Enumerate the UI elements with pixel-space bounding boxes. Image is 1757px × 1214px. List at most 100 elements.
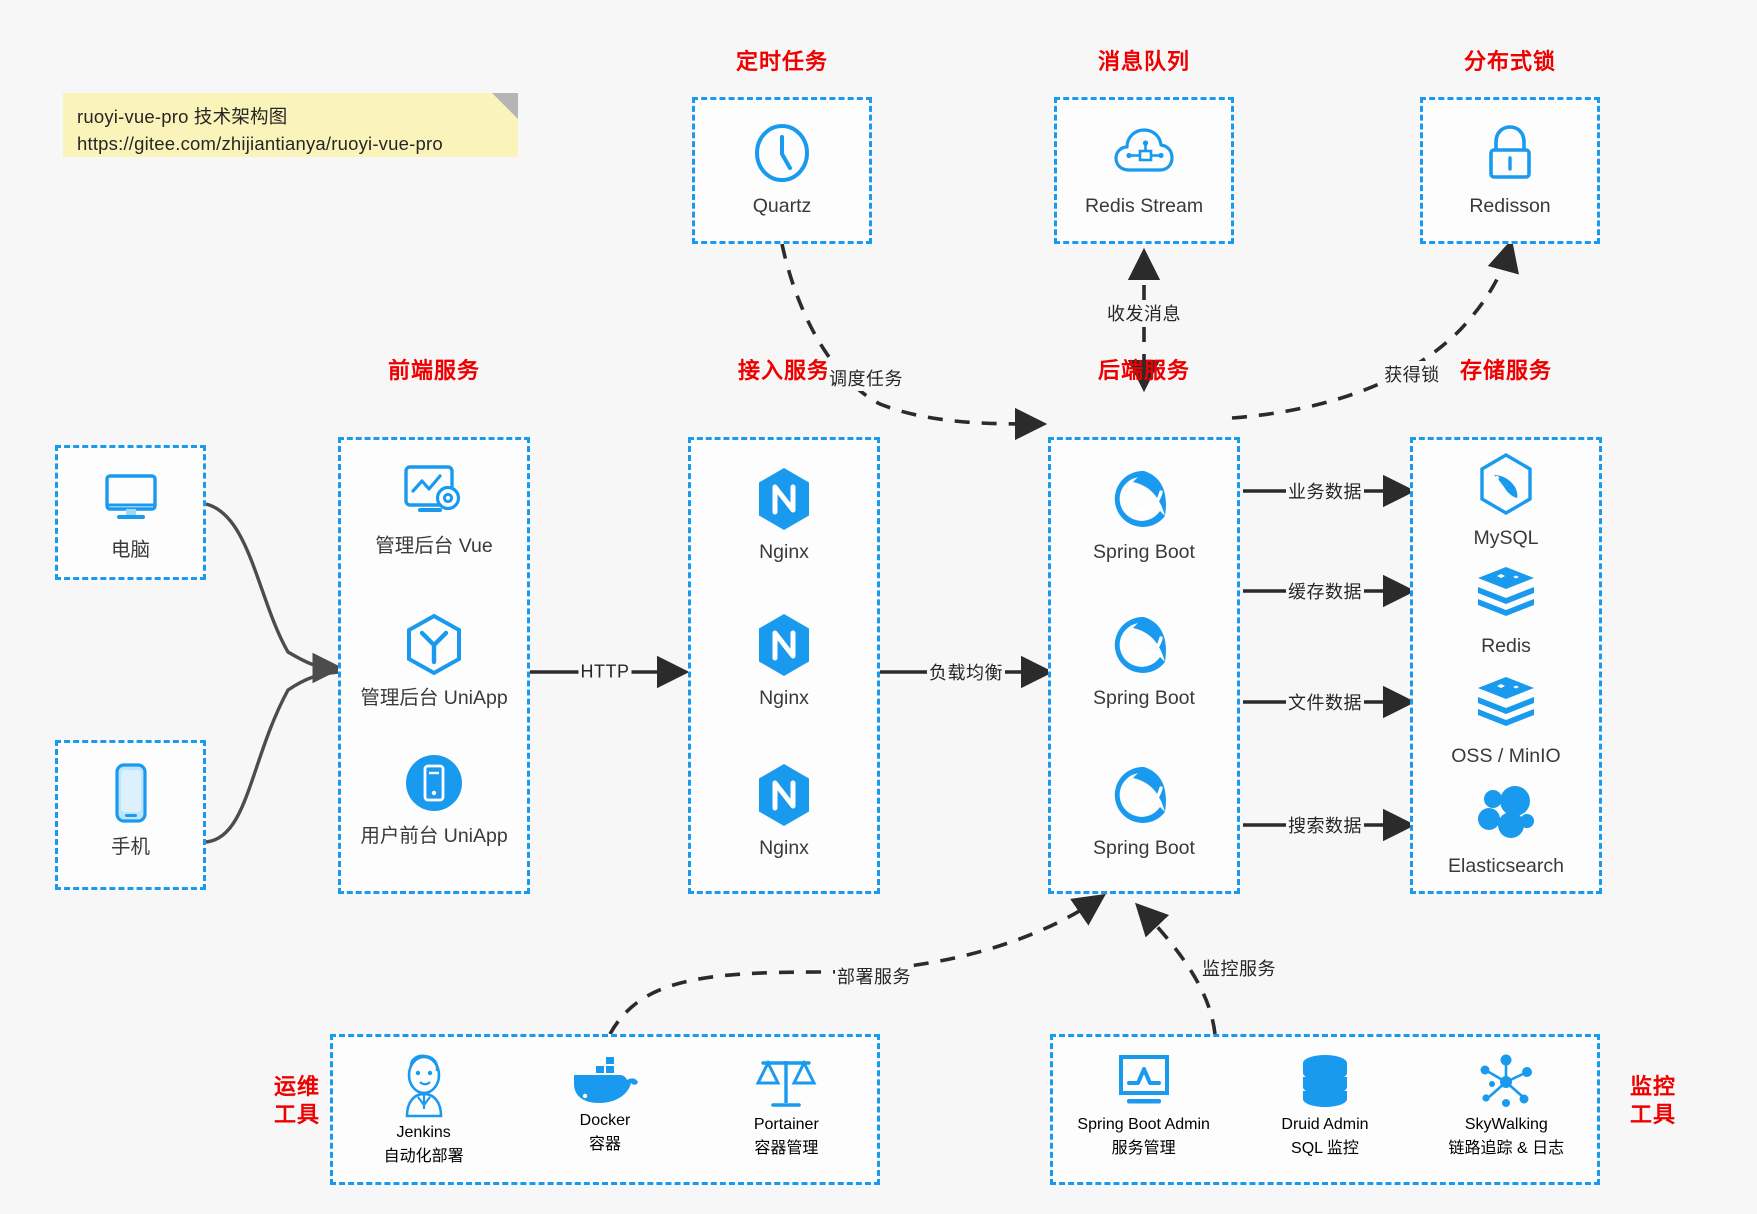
note-url: https://gitee.com/zhijiantianya/ruoyi-vu… — [77, 132, 443, 154]
spring-icon — [1051, 760, 1237, 830]
node-oss-minio[interactable]: OSS / MinIO — [1413, 668, 1599, 768]
mobile-round-icon — [341, 748, 527, 818]
group-title-devops-line1: 运维 — [273, 1074, 320, 1099]
node-redis-stream[interactable]: Redis Stream — [1057, 118, 1231, 218]
node-label: 管理后台 Vue — [375, 535, 493, 557]
node-label: Nginx — [759, 837, 809, 859]
node-mobile[interactable]: 手机 — [58, 759, 203, 859]
node-redisson[interactable]: Redisson — [1423, 118, 1597, 218]
group-title-devops-line2: 工具 — [273, 1101, 320, 1127]
node-jenkins[interactable]: Jenkins 自动化部署 — [334, 1053, 514, 1166]
node-docker[interactable]: Docker 容器 — [515, 1053, 695, 1154]
node-label: Spring Boot Admin — [1077, 1116, 1210, 1133]
desktop-icon — [58, 462, 203, 532]
lock-icon — [1423, 118, 1597, 188]
node-skywalking[interactable]: SkyWalking 链路追踪 & 日志 — [1417, 1053, 1597, 1158]
edge-label-http: HTTP — [578, 661, 632, 683]
node-nginx-3[interactable]: Nginx — [691, 760, 877, 860]
group-title-monitoring: 监控 工具 — [1610, 1073, 1696, 1128]
node-nginx-1[interactable]: Nginx — [691, 464, 877, 564]
node-admin-uniapp[interactable]: 管理后台 UniApp — [341, 610, 527, 710]
node-label: Nginx — [759, 541, 809, 563]
node-label: Spring Boot — [1093, 687, 1195, 709]
node-desc: 容器管理 — [754, 1140, 819, 1157]
group-title-gateway: 接入服务 — [737, 358, 830, 383]
node-quartz[interactable]: Quartz — [695, 118, 869, 218]
node-label: Spring Boot — [1093, 837, 1195, 859]
node-label: 用户前台 UniApp — [360, 825, 508, 847]
node-desc: 容器 — [588, 1136, 621, 1153]
node-label: Docker — [579, 1112, 631, 1129]
node-admin-vue[interactable]: 管理后台 Vue — [341, 458, 527, 558]
group-title-monitoring-line1: 监控 — [1629, 1074, 1676, 1099]
node-label: Elasticsearch — [1448, 855, 1564, 877]
note-title: ruoyi-vue-pro 技术架构图 — [77, 106, 288, 127]
node-label: Jenkins — [396, 1124, 451, 1141]
nginx-icon — [691, 464, 877, 534]
node-spring-boot-admin[interactable]: Spring Boot Admin 服务管理 — [1054, 1053, 1234, 1158]
node-label: Portainer — [753, 1116, 819, 1133]
node-label: Nginx — [759, 687, 809, 709]
node-spring-boot-2[interactable]: Spring Boot — [1051, 610, 1237, 710]
nginx-icon — [691, 760, 877, 830]
node-desc: 服务管理 — [1111, 1140, 1176, 1157]
group-title-monitoring-line2: 工具 — [1629, 1101, 1676, 1127]
node-label: Redis — [1481, 635, 1531, 657]
edge-label-acquire-lock: 获得锁 — [1382, 361, 1442, 387]
mysql-icon — [1413, 450, 1599, 520]
edge-label-send-receive-message: 收发消息 — [1105, 300, 1183, 326]
spring-icon — [1051, 464, 1237, 534]
clock-icon — [695, 118, 869, 188]
node-mysql[interactable]: MySQL — [1413, 450, 1599, 550]
elasticsearch-icon — [1413, 778, 1599, 848]
node-label: 管理后台 UniApp — [360, 687, 508, 709]
nginx-icon — [691, 610, 877, 680]
node-label: Spring Boot — [1093, 541, 1195, 563]
group-box-distributed-lock: Redisson — [1420, 97, 1600, 244]
group-box-backend: Spring Boot Spring Boot Spring Boot — [1048, 437, 1240, 894]
node-user-uniapp[interactable]: 用户前台 UniApp — [341, 748, 527, 848]
group-title-message-queue: 消息队列 — [1097, 49, 1190, 74]
skywalking-icon — [1417, 1053, 1597, 1116]
jenkins-icon — [334, 1053, 514, 1124]
node-portainer[interactable]: Portainer 容器管理 — [697, 1053, 877, 1158]
group-box-gateway: Nginx Nginx Nginx — [688, 437, 880, 894]
node-label: OSS / MinIO — [1451, 745, 1561, 767]
edge-label-load-balance: 负载均衡 — [927, 659, 1005, 685]
database-icon — [1235, 1053, 1415, 1116]
group-box-storage: MySQL Redis — [1410, 437, 1602, 894]
note-fold-icon — [492, 93, 518, 119]
node-desc: 自动化部署 — [383, 1148, 464, 1165]
dashboard-gear-icon — [341, 458, 527, 528]
edge-label-business-data: 业务数据 — [1286, 478, 1364, 504]
cloud-stream-icon — [1057, 118, 1231, 188]
edge-label-deploy-service: 部署服务 — [835, 963, 913, 989]
group-title-backend: 后端服务 — [1097, 358, 1190, 383]
sticky-note: ruoyi-vue-pro 技术架构图 https://gitee.com/zh… — [63, 93, 518, 157]
node-spring-boot-1[interactable]: Spring Boot — [1051, 464, 1237, 564]
group-box-client-mobile: 手机 — [55, 740, 206, 890]
node-desktop[interactable]: 电脑 — [58, 462, 203, 562]
node-druid-admin[interactable]: Druid Admin SQL 监控 — [1235, 1053, 1415, 1158]
group-box-scheduler: Quartz — [692, 97, 872, 244]
node-label: SkyWalking — [1464, 1116, 1548, 1133]
group-title-frontend: 前端服务 — [387, 358, 480, 383]
redis-icon — [1413, 558, 1599, 628]
node-label: Redisson — [1469, 195, 1551, 217]
mobile-icon — [58, 759, 203, 829]
docker-icon — [515, 1053, 695, 1112]
group-title-storage: 存储服务 — [1459, 358, 1552, 383]
group-box-frontend: 管理后台 Vue 管理后台 UniApp 用户前台 U — [338, 437, 530, 894]
node-spring-boot-3[interactable]: Spring Boot — [1051, 760, 1237, 860]
node-nginx-2[interactable]: Nginx — [691, 610, 877, 710]
group-title-devops: 运维 工具 — [254, 1073, 340, 1128]
node-desc: SQL 监控 — [1291, 1140, 1359, 1157]
group-box-monitoring: Spring Boot Admin 服务管理 Druid Admin SQL 监… — [1050, 1034, 1600, 1185]
spring-icon — [1051, 610, 1237, 680]
node-redis[interactable]: Redis — [1413, 558, 1599, 658]
node-elasticsearch[interactable]: Elasticsearch — [1413, 778, 1599, 878]
node-label: Quartz — [752, 195, 812, 217]
node-label: Redis Stream — [1084, 195, 1204, 217]
oss-icon — [1413, 668, 1599, 738]
